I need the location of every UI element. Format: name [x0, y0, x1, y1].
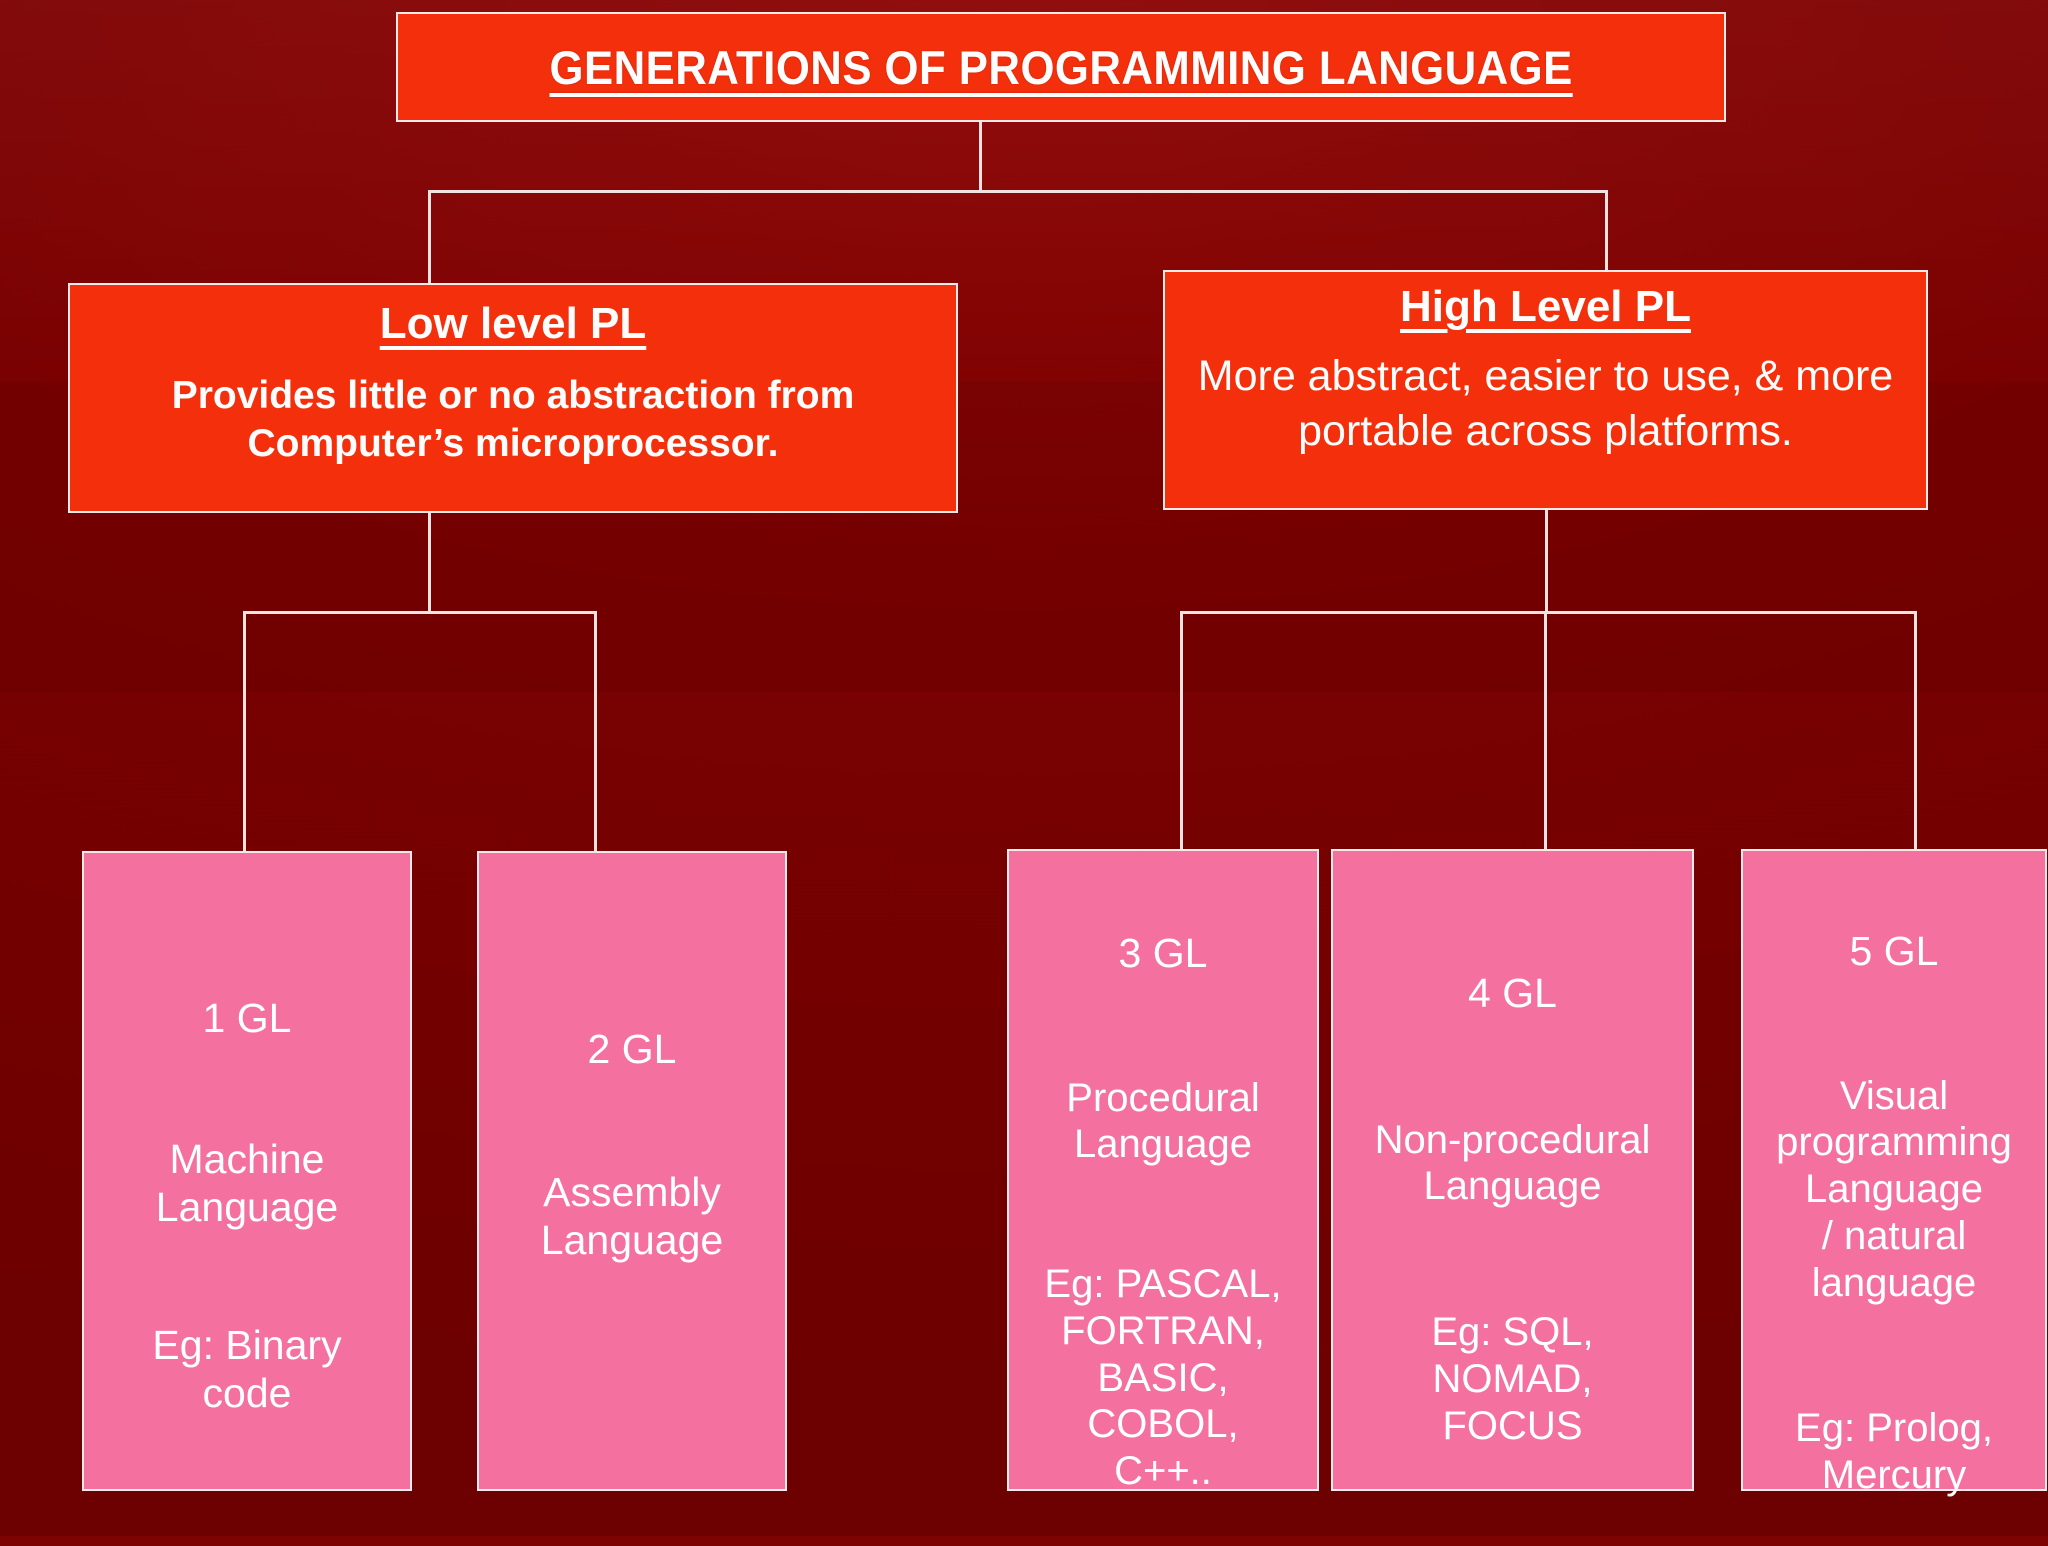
generation-label: 2 GL [587, 1025, 677, 1072]
connector-to-1gl [243, 611, 246, 853]
generation-examples: Eg: PASCAL, FORTRAN, BASIC, COBOL, C++.. [1044, 1261, 1282, 1494]
generation-name: Assembly Language [540, 1168, 724, 1263]
generation-examples: Eg: Prolog, Mercury [1795, 1406, 1993, 1498]
generation-name: Machine Language [155, 1135, 339, 1230]
page-title: GENERATIONS OF PROGRAMMING LANGUAGE [549, 40, 1573, 94]
connector-to-4gl [1544, 611, 1547, 851]
high-level-pl-heading: High Level PL [1400, 282, 1691, 331]
connector-high-stem [1545, 510, 1548, 613]
generation-label: 5 GL [1849, 927, 1939, 974]
generation-box-4gl: 4 GL Non-procedural Language Eg: SQL, NO… [1331, 849, 1694, 1491]
generation-box-2gl: 2 GL Assembly Language [477, 851, 787, 1491]
generation-examples: Eg: SQL, NOMAD, FOCUS [1431, 1309, 1594, 1448]
generation-label: 4 GL [1468, 969, 1557, 1016]
connector-to-5gl [1914, 611, 1917, 851]
low-level-pl-heading: Low level PL [379, 299, 647, 348]
generation-examples: Eg: Binary code [152, 1322, 342, 1417]
connector-to-high-box [1605, 190, 1608, 272]
generation-name: Visual programming Language / natural la… [1776, 1073, 2012, 1305]
connector-to-low-box [428, 190, 431, 285]
connector-to-2gl [594, 611, 597, 853]
connector-low-stem [428, 513, 431, 613]
high-level-pl-box: High Level PL More abstract, easier to u… [1163, 270, 1928, 510]
connector-high-bar [1180, 611, 1917, 614]
diagram-title-box: GENERATIONS OF PROGRAMMING LANGUAGE [396, 12, 1726, 122]
connector-low-bar [243, 611, 597, 614]
low-level-pl-description: Provides little or no abstraction from C… [171, 373, 855, 466]
generation-name: Non-procedural Language [1374, 1117, 1651, 1209]
generation-label: 1 GL [202, 994, 292, 1041]
connector-to-3gl [1180, 611, 1183, 851]
generation-label: 3 GL [1118, 929, 1208, 976]
connector-level1-bar [428, 190, 1608, 193]
generation-name: Procedural Language [1066, 1075, 1260, 1167]
generation-box-1gl: 1 GL Machine Language Eg: Binary code [82, 851, 412, 1491]
generation-box-5gl: 5 GL Visual programming Language / natur… [1741, 849, 2047, 1497]
generation-box-3gl: 3 GL Procedural Language Eg: PASCAL, FOR… [1007, 849, 1319, 1493]
high-level-pl-description: More abstract, easier to use, & more por… [1197, 351, 1894, 456]
low-level-pl-box: Low level PL Provides little or no abstr… [68, 283, 958, 513]
connector-title-stem [979, 122, 982, 192]
